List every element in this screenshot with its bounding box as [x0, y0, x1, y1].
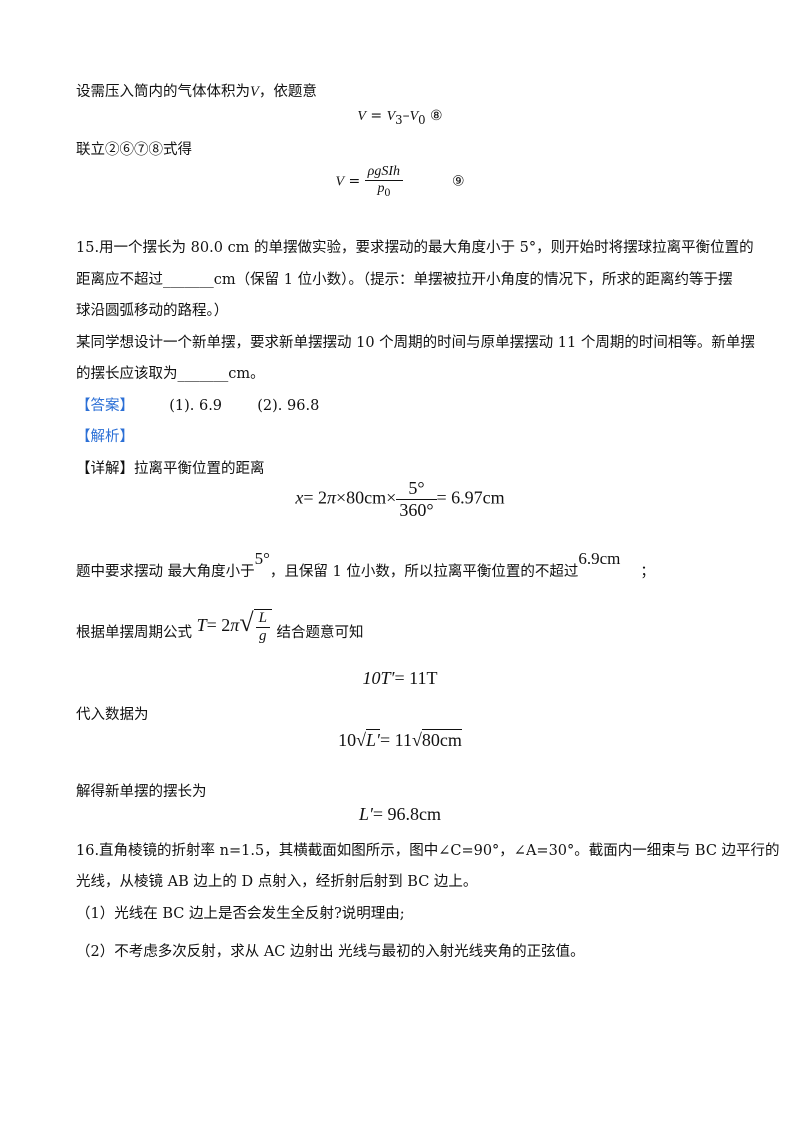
period-T: T	[196, 615, 207, 635]
eq8-minus: –	[402, 108, 410, 124]
eqx-numerator: 5°	[396, 478, 437, 500]
sub-radicand-2: 80cm	[421, 729, 462, 750]
result-rhs: = 96.8cm	[372, 804, 442, 824]
sub-coef-1: 10	[338, 730, 357, 750]
result-lhs: L′	[358, 804, 373, 824]
eq9-numerator: ρgSIh	[364, 164, 404, 181]
period-pi: π	[230, 615, 240, 635]
angle-degree: 5°	[254, 549, 270, 568]
sub-sqrt-1: √	[356, 730, 367, 750]
angle-text-c: ；	[640, 564, 655, 580]
sub-radicand-1: L′	[366, 729, 380, 750]
period-g: g	[259, 627, 267, 644]
period-text-a: 根据单摆周期公式	[76, 625, 192, 641]
eq9-den-sub: 0	[384, 185, 391, 199]
period-text-b: 结合题意可知	[276, 625, 364, 641]
eq9-fraction: ρgSIh p0	[364, 164, 404, 199]
q16-line-1: 16.直角棱镜的折射率 n=1.5，其横截面如图所示，图中∠C=90°，∠A=3…	[76, 843, 780, 859]
q16-line-2: 光线，从棱镜 AB 边上的 D 点射入，经折射后射到 BC 边上。	[76, 874, 478, 890]
substitute-line: 代入数据为	[76, 707, 149, 723]
eq8-v3-sub: 3	[395, 112, 403, 127]
sub-eq: = 11	[379, 730, 412, 750]
eq8-v0: V	[409, 109, 419, 124]
solve-line: 解得新单摆的摆长为	[76, 784, 207, 800]
q15-line-1: 15.用一个摆长为 80.0 cm 的单摆做实验，要求摆动的最大角度小于 5°，…	[76, 240, 754, 256]
eq8-equals: =	[370, 108, 387, 124]
angle-line: 题中要求摆动 最大角度小于5°，且保留 1 位小数，所以拉离平衡位置的不超过6.…	[76, 549, 655, 581]
eq9-denominator: p0	[365, 181, 403, 199]
eq9-den-p: p	[377, 181, 385, 196]
equation-result: L′= 96.8cm	[0, 804, 800, 825]
eq8-v0-sub: 0	[418, 112, 426, 127]
angle-text-b: ，且保留 1 位小数，所以拉离平衡位置的不超过	[269, 564, 579, 580]
volume-intro-line: 设需压入筒内的气体体积为V，依题意	[76, 80, 317, 101]
equation-distance: x= 2π×80cm×5°360°= 6.97cm	[0, 478, 800, 521]
eqx-lhs: x	[295, 487, 304, 508]
q15-line-4: 某同学想设计一个新单摆，要求新单摆摆动 10 个周期的时间与原单摆摆动 11 个…	[76, 335, 755, 351]
answer-2: (2). 96.8	[257, 398, 320, 414]
eq9-lhs: V	[335, 174, 345, 190]
equation-8: V = V3–V0 ⑧	[0, 108, 800, 127]
eq8-v3: V	[386, 109, 396, 124]
answer-line: 【答案】 (1). 6.9 (2). 96.8	[76, 394, 319, 415]
relation-left: 10T′	[362, 668, 395, 688]
eqx-denominator: 360°	[399, 500, 434, 520]
answer-tag: 【答案】	[76, 398, 134, 414]
eq9-marker: ⑨	[451, 173, 465, 190]
eqx-pi: π	[326, 487, 337, 508]
combine-line: 联立②⑥⑦⑧式得	[76, 142, 192, 158]
eqx-result: = 6.97cm	[436, 487, 505, 508]
eqx-part2: ×80cm×	[336, 487, 397, 508]
angle-value: 6.9cm	[578, 549, 621, 568]
eq8-marker: ⑧	[430, 108, 443, 124]
q16-sub-1: （1）光线在 BC 边上是否会发生全反射?说明理由;	[76, 906, 405, 922]
volume-intro-text: 设需压入筒内的气体体积为	[76, 84, 250, 100]
equation-substitution: 10√L′= 11√80cm	[0, 729, 800, 751]
relation-right: = 11T	[394, 668, 438, 688]
equation-9: V = ρgSIh p0 ⑨	[0, 164, 800, 199]
eqx-fraction: 5°360°	[396, 478, 437, 521]
eq8-lhs: V	[357, 109, 366, 124]
angle-text-a: 题中要求摆动 最大角度小于	[76, 564, 255, 580]
period-L: L	[255, 610, 270, 628]
sub-sqrt-2: √	[411, 730, 422, 750]
volume-intro-tail: ，依题意	[258, 84, 317, 100]
q15-line-3: 球沿圆弧移动的路程。）	[76, 303, 229, 319]
q16-sub-2: （2）不考虑多次反射，求从 AC 边射出 光线与最初的入射光线夹角的正弦值。	[76, 944, 585, 960]
eq9-equals: =	[348, 173, 365, 190]
volume-variable: V	[250, 84, 259, 100]
detail-line: 【详解】拉离平衡位置的距离	[76, 461, 265, 477]
equation-period-relation: 10T′= 11T	[0, 668, 800, 689]
q15-line-2: 距离应不超过_______cm（保留 1 位小数）。（提示：单摆被拉开小角度的情…	[76, 272, 733, 288]
eqx-part1: = 2	[303, 487, 327, 508]
period-eq: = 2	[206, 615, 231, 635]
answer-1: (1). 6.9	[169, 398, 223, 414]
sqrt-sign: √	[239, 608, 254, 637]
analysis-tag: 【解析】	[76, 429, 134, 445]
q15-line-5: 的摆长应该取为_______cm。	[76, 366, 265, 382]
